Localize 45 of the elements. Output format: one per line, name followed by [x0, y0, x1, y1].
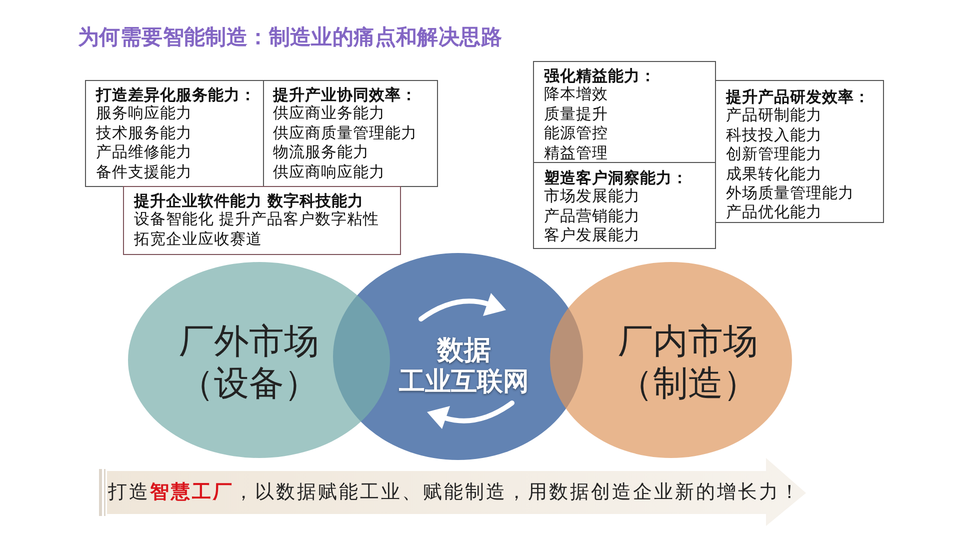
text-box [85, 80, 264, 187]
banner-text: 打造智慧工厂，以数据赋能工业、赋能制造，用数据创造企业新的增长力！ [108, 483, 801, 502]
list-item: 科技投入能力 [726, 126, 822, 146]
ellipse-label: （制造） [618, 367, 758, 402]
box-heading: 打造差异化服务能力： [96, 85, 256, 104]
venn-ellipse [128, 262, 390, 458]
list-item: 备件支援能力 [96, 162, 192, 182]
list-item: 市场发展能力 [544, 187, 640, 207]
ellipse-label: 厂内市场 [618, 325, 758, 360]
text-box [715, 80, 884, 223]
text-box [123, 186, 401, 255]
list-item: 降本增效 [544, 85, 608, 105]
list-item: 成果转化能力 [726, 164, 822, 184]
box-heading: 提升企业软件能力 数字科技能力 [134, 191, 364, 210]
list-item: 产品优化能力 [726, 203, 822, 223]
text-box [533, 162, 716, 249]
list-item: 技术服务能力 [96, 124, 192, 144]
ellipse-label: 工业互联网 [399, 369, 529, 395]
title: 为何需要智能制造：制造业的痛点和解决思路 [78, 27, 502, 48]
list-item: 供应商响应能力 [273, 162, 385, 182]
list-item: 产品营销能力 [544, 206, 640, 226]
ellipse-label: 厂外市场 [179, 325, 319, 360]
list-item: 外场质量管理能力 [726, 184, 854, 204]
list-item: 精益管理 [544, 144, 608, 164]
list-item: 供应商业务能力 [273, 104, 385, 124]
list-item: 产品维修能力 [96, 143, 192, 163]
venn-ellipse [550, 262, 792, 458]
list-item: 拓宽企业应收赛道 [134, 230, 262, 250]
text-box [263, 80, 438, 187]
box-heading: 强化精益能力： [544, 66, 656, 86]
box-heading: 塑造客户洞察能力： [544, 168, 688, 188]
list-item: 客户发展能力 [544, 226, 640, 246]
list-item: 供应商质量管理能力 [273, 124, 417, 144]
list-item: 产品研制能力 [726, 106, 822, 126]
list-item: 服务响应能力 [96, 104, 192, 124]
list-item: 质量提升 [544, 104, 608, 124]
ellipse-label: （设备） [179, 367, 319, 402]
list-item: 物流服务能力 [273, 143, 369, 163]
list-item: 设备智能化 提升产品客户数字粘性 [134, 210, 379, 230]
ellipse-label: 数据 [437, 337, 491, 364]
list-item: 创新管理能力 [726, 145, 822, 165]
box-heading: 提升产品研发效率： [726, 87, 870, 106]
box-heading: 提升产业协同效率： [273, 85, 417, 104]
text-box [533, 61, 716, 163]
list-item: 能源管控 [544, 124, 608, 144]
